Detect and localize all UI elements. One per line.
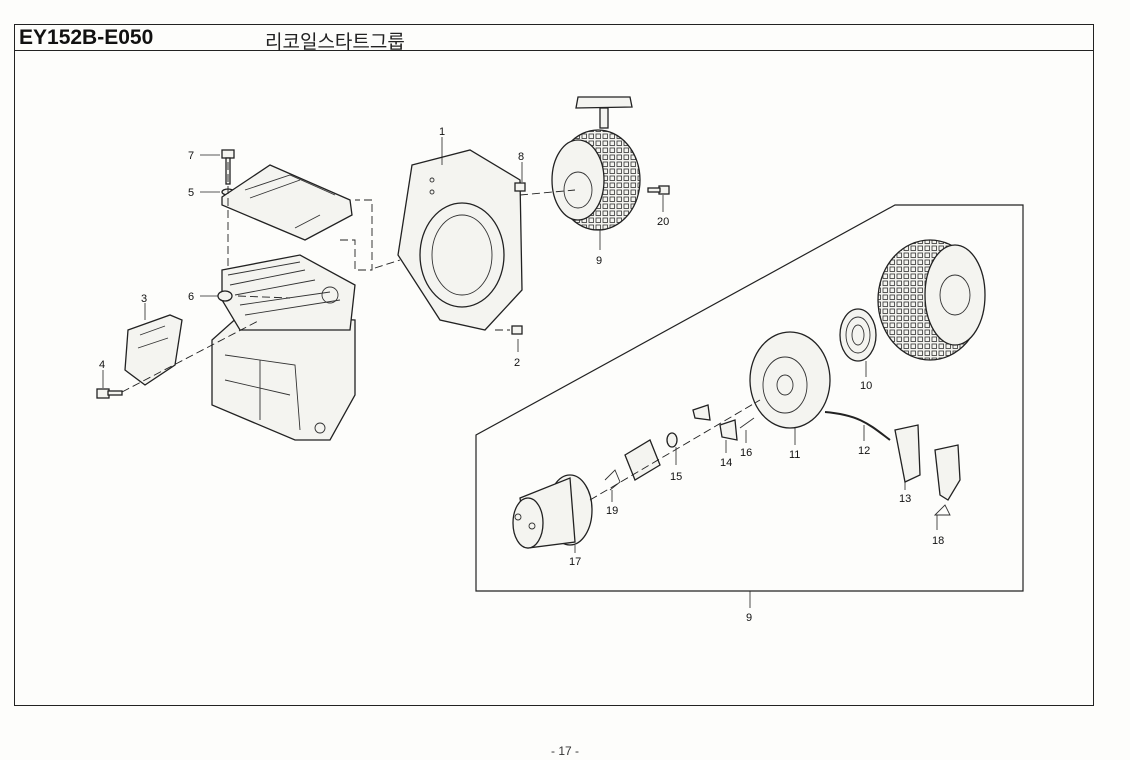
pulley-part-17	[512, 474, 593, 549]
callout-4: 4	[99, 359, 105, 371]
pawl-part-14	[719, 419, 738, 441]
bolt-part-20	[647, 185, 670, 195]
recoil-starter-top	[551, 96, 641, 231]
pawl-small	[692, 404, 711, 421]
callout-labels: 1 2 3 4 5 6 7 8 9 9 10 11 12 13 14 15 16	[99, 126, 944, 624]
detail-axis	[589, 399, 761, 501]
callout-19: 19	[606, 505, 618, 517]
callout-20: 20	[657, 216, 669, 228]
clip-part-15	[666, 432, 678, 448]
callout-17: 17	[569, 556, 581, 568]
callout-2: 2	[514, 357, 520, 369]
spring-part-16	[739, 417, 755, 429]
model-code: EY152B-E050	[19, 26, 154, 49]
spring-part-19	[604, 469, 621, 491]
callout-16: 16	[740, 447, 752, 459]
callout-12: 12	[858, 445, 870, 457]
assembly-lines	[121, 162, 576, 393]
callout-18: 18	[932, 535, 944, 547]
callout-10: 10	[860, 380, 872, 392]
callout-1: 1	[439, 126, 445, 138]
reel-part-11	[749, 331, 831, 429]
bolt-part-8	[514, 182, 526, 192]
page-number: - 17 -	[550, 744, 579, 758]
washer-part-6	[217, 290, 233, 302]
callout-15: 15	[670, 471, 682, 483]
header-bar: EY152B-E050 리코일스타트그룹	[15, 25, 1093, 53]
callout-7: 7	[188, 150, 194, 162]
rope-part-12	[824, 411, 891, 441]
grip-part-18	[933, 444, 961, 516]
callout-9-bottom: 9	[746, 612, 752, 624]
plate-part-3	[124, 314, 183, 386]
cylinder-cover	[221, 164, 353, 241]
group-title: 리코일스타트그룹	[265, 31, 405, 53]
friction-plate	[624, 439, 661, 481]
callout-5: 5	[188, 187, 194, 199]
callout-8: 8	[518, 151, 524, 163]
detail-frame	[475, 204, 1024, 592]
callout-3: 3	[141, 293, 147, 305]
spring-part-10	[839, 308, 877, 362]
bolt-part-4	[96, 388, 123, 399]
cylinder-block	[211, 254, 356, 441]
callout-11: 11	[789, 449, 800, 461]
bolt-part-2	[511, 325, 523, 335]
callout-13: 13	[899, 493, 911, 505]
callout-14: 14	[720, 457, 732, 469]
bolt-part-7	[221, 149, 235, 185]
handle-part-13	[894, 424, 921, 483]
starter-housing	[877, 239, 986, 361]
callout-9-top: 9	[596, 255, 602, 267]
fan-cover-part-1	[397, 149, 523, 331]
page-frame: EY152B-E050 리코일스타트그룹	[14, 24, 1094, 706]
callout-6: 6	[188, 291, 194, 303]
